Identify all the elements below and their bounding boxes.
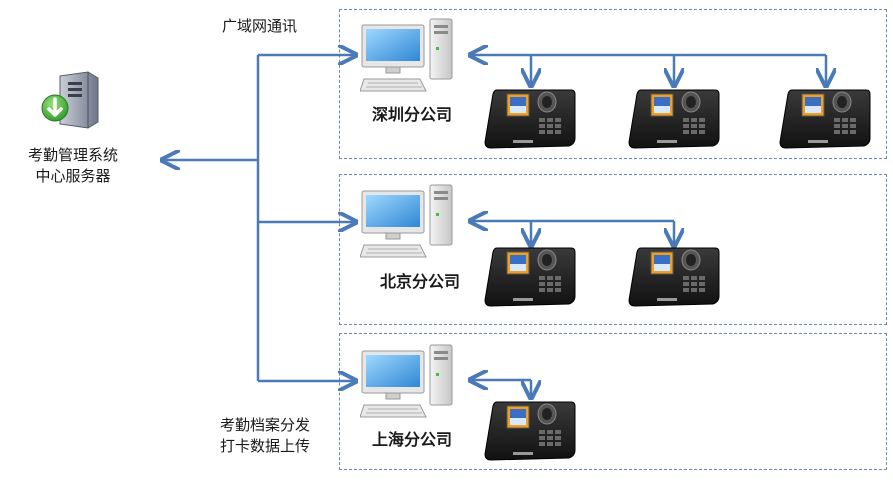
attendance-terminal-icon [778, 88, 872, 152]
computer-icon [359, 17, 460, 97]
bottom-note-line2: 打卡数据上传 [220, 437, 311, 455]
branch-label-shenzhen: 深圳分公司 [372, 105, 453, 124]
server-label-line2: 中心服务器 [35, 167, 111, 185]
network-label: 广域网通讯 [222, 17, 298, 35]
branch-label-shanghai: 上海分公司 [372, 430, 453, 449]
attendance-terminal-icon [627, 88, 721, 152]
server-download-icon [40, 70, 102, 130]
attendance-terminal-icon [483, 246, 577, 310]
attendance-terminal-icon [627, 246, 721, 310]
computer-icon [359, 343, 460, 423]
computer-icon [359, 183, 460, 263]
branch-label-beijing: 北京分公司 [380, 272, 461, 291]
server-label-line1: 考勤管理系统 [27, 146, 118, 164]
attendance-terminal-icon [483, 400, 577, 464]
bottom-note-line1: 考勤档案分发 [220, 416, 311, 434]
attendance-terminal-icon [483, 88, 577, 152]
